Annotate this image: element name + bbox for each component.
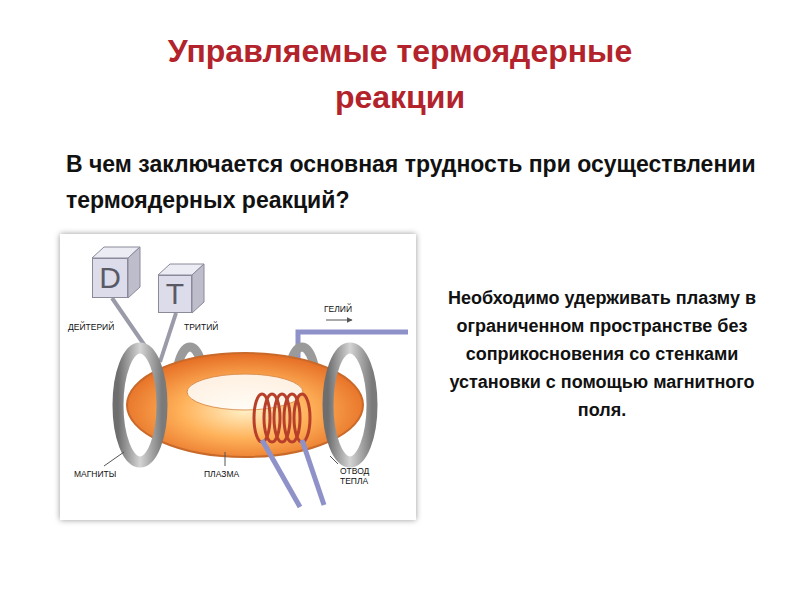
part-label: ОТВОД ТЕПЛА [340, 466, 378, 486]
cube-side [192, 264, 204, 313]
answer-text: Необходимо удерживать плазму в ограничен… [428, 284, 776, 424]
part-label: ГЕЛИЙ [324, 304, 374, 314]
magnet-ring [118, 348, 162, 462]
cube-letter: D [99, 263, 121, 293]
heat-pipe [262, 440, 300, 507]
slide-title: Управляемые термоядерные реакции [120, 28, 680, 120]
part-label: ДЕЙТЕРИЙ [68, 322, 128, 332]
gas-cube: T [158, 275, 192, 313]
gas-cube: D [92, 258, 128, 298]
magnet-ring [328, 348, 372, 462]
part-label: ТРИТИЙ [184, 322, 234, 332]
heat-coil [254, 394, 310, 442]
question-text: В чем заключается основная трудность при… [66, 146, 766, 218]
heat-pipe [302, 440, 324, 505]
part-label: ПЛАЗМА [204, 469, 254, 479]
flow-arrow [326, 320, 352, 321]
leader-line [104, 452, 124, 466]
feed-pipe [160, 313, 176, 362]
leader-line [330, 456, 338, 464]
cube-letter: T [166, 279, 184, 309]
cube-side [128, 247, 140, 298]
leader-line [225, 452, 226, 466]
part-label: МАГНИТЫ [74, 469, 134, 479]
